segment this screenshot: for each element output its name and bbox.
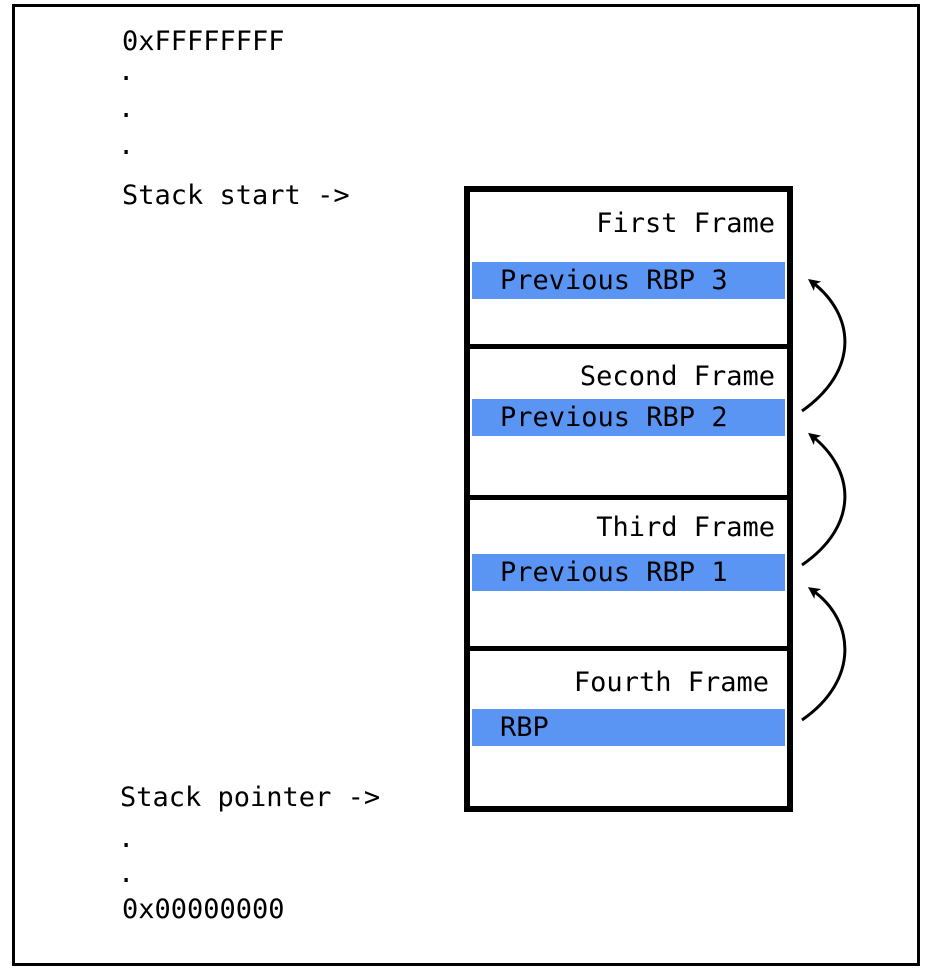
rbp-highlight: RBP (472, 709, 785, 746)
frame-title: Third Frame (596, 512, 775, 543)
address-top: 0xFFFFFFFF (122, 26, 285, 57)
frame-title: First Frame (596, 208, 775, 239)
frame-divider (470, 646, 787, 651)
stack-frame-third: Third Frame Previous RBP 1 (470, 500, 787, 646)
stack-start-label: Stack start -> (122, 180, 350, 211)
rbp-label: RBP (500, 712, 549, 743)
stack-frame-fourth: Fourth Frame RBP (470, 651, 787, 806)
rbp-highlight: Previous RBP 1 (472, 554, 785, 591)
frame-divider (470, 344, 787, 349)
stack-box: First Frame Previous RBP 3 Second Frame … (464, 186, 793, 812)
address-bottom: 0x00000000 (122, 894, 285, 925)
ellipsis-dot: . (118, 823, 135, 854)
stack-frame-first: First Frame Previous RBP 3 (470, 192, 787, 344)
rbp-label: Previous RBP 1 (500, 557, 728, 588)
ellipsis-dot: . (118, 93, 135, 124)
rbp-label: Previous RBP 2 (500, 402, 728, 433)
rbp-label: Previous RBP 3 (500, 265, 728, 296)
ellipsis-dot: . (118, 858, 135, 889)
frame-title: Second Frame (579, 361, 775, 392)
stack-frame-second: Second Frame Previous RBP 2 (470, 349, 787, 495)
stack-pointer-label: Stack pointer -> (120, 782, 381, 813)
frame-divider (470, 495, 787, 500)
rbp-highlight: Previous RBP 2 (472, 399, 785, 436)
rbp-highlight: Previous RBP 3 (472, 262, 785, 299)
ellipsis-dot: . (118, 56, 135, 87)
ellipsis-dot: . (118, 130, 135, 161)
frame-title: Fourth Frame (573, 667, 769, 698)
